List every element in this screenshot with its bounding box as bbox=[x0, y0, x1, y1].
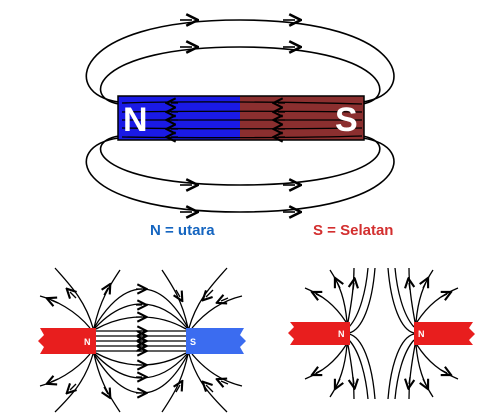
right-south-label: S bbox=[190, 337, 196, 347]
south-legend: S = Selatan bbox=[313, 222, 394, 239]
internal-field-arrows bbox=[171, 103, 285, 137]
north-pole-label: N bbox=[123, 101, 148, 139]
top-field-arrows bbox=[180, 20, 295, 212]
attraction-field-arrows bbox=[51, 288, 229, 394]
north-legend: N = utara bbox=[150, 222, 215, 239]
bottom-field-loop-outer bbox=[85, 137, 395, 213]
left-north-magnet-2 bbox=[288, 322, 350, 345]
right-south-magnet bbox=[186, 328, 246, 354]
top-field-loop-outer bbox=[85, 19, 395, 103]
internal-field-lines bbox=[121, 101, 363, 139]
left-north-label: N bbox=[84, 337, 91, 347]
left-north-label-2: N bbox=[338, 329, 345, 339]
left-north-magnet bbox=[38, 328, 96, 354]
north-pole-block bbox=[118, 96, 240, 140]
repulsion-magnets: N N bbox=[288, 322, 475, 345]
top-field-loop-inner bbox=[99, 46, 381, 105]
south-pole-label: S bbox=[335, 101, 358, 139]
top-bar-magnet: N S bbox=[117, 95, 365, 141]
repulsion-field-lines bbox=[304, 267, 459, 400]
bottom-field-loop-inner bbox=[99, 135, 381, 186]
attraction-magnets: N S bbox=[38, 328, 246, 354]
repulsion-field-arrows bbox=[316, 282, 447, 385]
right-north-magnet bbox=[414, 322, 475, 345]
top-field-lines bbox=[85, 19, 395, 213]
right-north-label: N bbox=[418, 329, 425, 339]
magnet-outline bbox=[117, 95, 365, 141]
